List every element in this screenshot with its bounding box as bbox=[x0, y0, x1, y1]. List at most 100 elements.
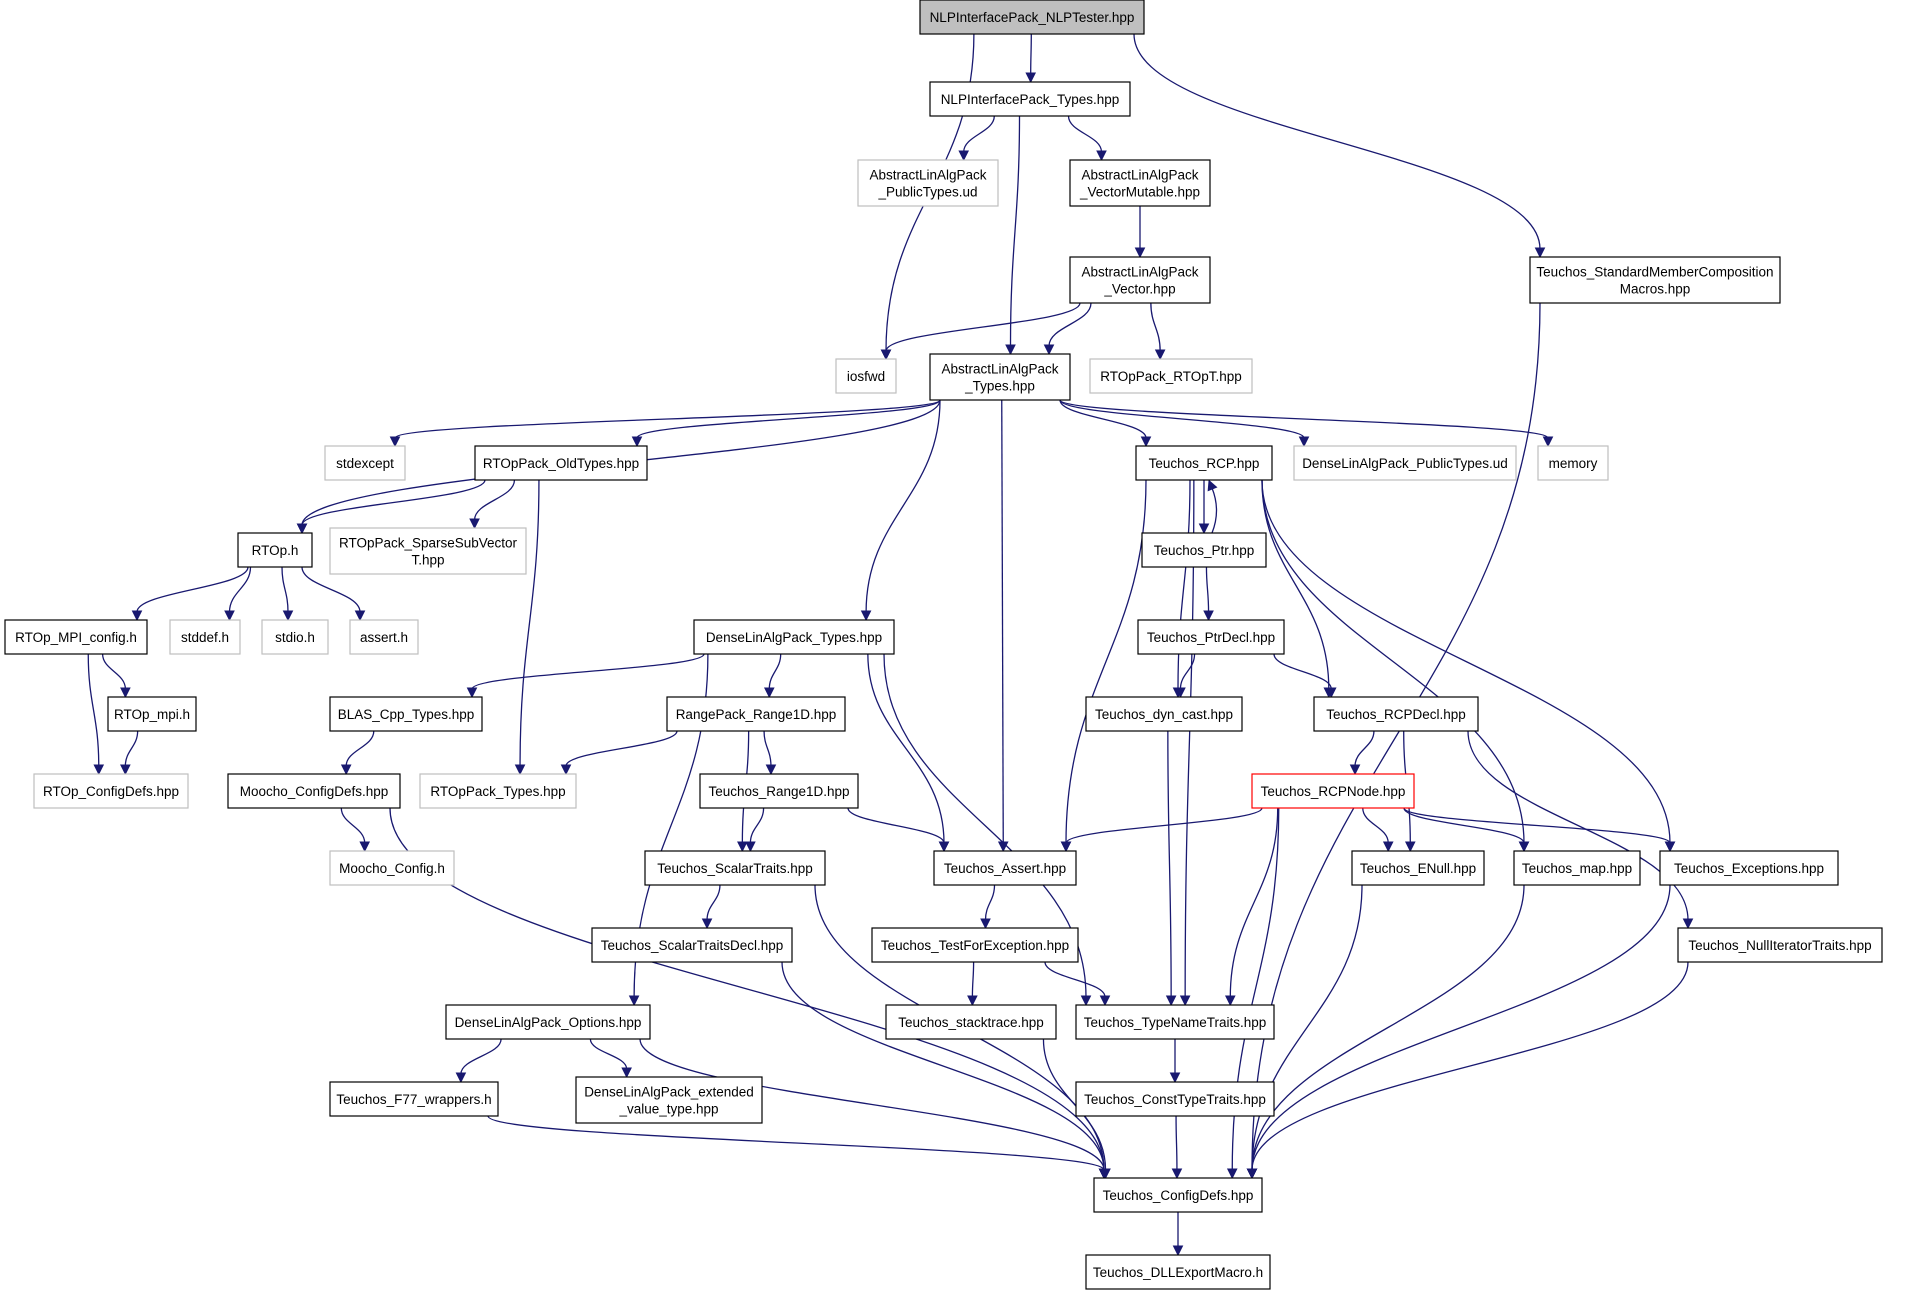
node-nlptester[interactable]: NLPInterfacePack_NLPTester.hpp bbox=[919, 0, 1145, 35]
node-teuchos_rcp[interactable]: Teuchos_RCP.hpp bbox=[1135, 445, 1273, 481]
node-box-teuchos_map[interactable] bbox=[1513, 850, 1641, 886]
node-teuchos_map[interactable]: Teuchos_map.hpp bbox=[1513, 850, 1641, 886]
node-box-teuchos_scalartraitsdecl[interactable] bbox=[591, 927, 793, 963]
node-rangepack[interactable]: RangePack_Range1D.hpp bbox=[666, 696, 846, 732]
node-box-rtoppack_sparse[interactable] bbox=[329, 527, 527, 575]
node-teuchos_configdefs[interactable]: Teuchos_ConfigDefs.hpp bbox=[1093, 1177, 1263, 1213]
node-stddef[interactable]: stddef.h bbox=[169, 619, 241, 655]
node-box-teuchos_smcm[interactable] bbox=[1529, 256, 1781, 304]
node-rtop_configdefs[interactable]: RTOp_ConfigDefs.hpp bbox=[33, 773, 189, 809]
node-box-teuchos_assert[interactable] bbox=[933, 850, 1077, 886]
node-box-nlptypes[interactable] bbox=[929, 81, 1131, 117]
node-box-teuchos_typename[interactable] bbox=[1075, 1004, 1275, 1040]
node-stdexcept[interactable]: stdexcept bbox=[324, 445, 406, 481]
node-teuchos_rcpdecl[interactable]: Teuchos_RCPDecl.hpp bbox=[1313, 696, 1479, 732]
node-box-blas_cpp[interactable] bbox=[329, 696, 483, 732]
node-teuchos_scalartraitsdecl[interactable]: Teuchos_ScalarTraitsDecl.hpp bbox=[591, 927, 793, 963]
node-dlap_extended[interactable]: DenseLinAlgPack_extended_value_type.hpp bbox=[575, 1076, 763, 1124]
node-box-dlap_publictypes[interactable] bbox=[1293, 445, 1517, 481]
node-teuchos_scalartraits[interactable]: Teuchos_ScalarTraits.hpp bbox=[644, 850, 826, 886]
node-box-rtop_mpi[interactable] bbox=[107, 696, 197, 732]
node-box-alap_publictypes[interactable] bbox=[857, 159, 999, 207]
node-box-stdexcept[interactable] bbox=[324, 445, 406, 481]
node-box-teuchos_dyncast[interactable] bbox=[1085, 696, 1243, 732]
node-box-teuchos_stacktrace[interactable] bbox=[885, 1004, 1057, 1040]
node-box-teuchos_rcpnode[interactable] bbox=[1251, 773, 1415, 809]
node-nlptypes[interactable]: NLPInterfacePack_Types.hpp bbox=[929, 81, 1131, 117]
node-box-teuchos_scalartraits[interactable] bbox=[644, 850, 826, 886]
node-rtop_h[interactable]: RTOp.h bbox=[237, 532, 313, 568]
node-box-rtop_mpi_config[interactable] bbox=[4, 619, 148, 655]
node-alap_vecmut[interactable]: AbstractLinAlgPack_VectorMutable.hpp bbox=[1069, 159, 1211, 207]
node-teuchos_consttype[interactable]: Teuchos_ConstTypeTraits.hpp bbox=[1075, 1081, 1275, 1117]
node-box-memory[interactable] bbox=[1537, 445, 1609, 481]
node-alap_types[interactable]: AbstractLinAlgPack_Types.hpp bbox=[929, 353, 1071, 401]
node-teuchos_assert[interactable]: Teuchos_Assert.hpp bbox=[933, 850, 1077, 886]
node-moocho_config[interactable]: Moocho_Config.h bbox=[329, 850, 455, 886]
node-box-moocho_configdefs[interactable] bbox=[227, 773, 401, 809]
node-box-alap_vector[interactable] bbox=[1069, 256, 1211, 304]
node-box-alap_types[interactable] bbox=[929, 353, 1071, 401]
node-teuchos_rcpnode[interactable]: Teuchos_RCPNode.hpp bbox=[1251, 773, 1415, 809]
node-teuchos_f77[interactable]: Teuchos_F77_wrappers.h bbox=[329, 1081, 499, 1117]
node-memory[interactable]: memory bbox=[1537, 445, 1609, 481]
node-rtop_mpi_config[interactable]: RTOp_MPI_config.h bbox=[4, 619, 148, 655]
node-alap_publictypes[interactable]: AbstractLinAlgPack_PublicTypes.ud bbox=[857, 159, 999, 207]
node-box-teuchos_exceptions[interactable] bbox=[1659, 850, 1839, 886]
node-stdio[interactable]: stdio.h bbox=[261, 619, 329, 655]
node-teuchos_stacktrace[interactable]: Teuchos_stacktrace.hpp bbox=[885, 1004, 1057, 1040]
node-box-dlap_options[interactable] bbox=[445, 1004, 651, 1040]
node-rtoppack_rtopt[interactable]: RTOpPack_RTOpT.hpp bbox=[1089, 358, 1253, 394]
node-dlap_types[interactable]: DenseLinAlgPack_Types.hpp bbox=[693, 619, 895, 655]
node-teuchos_typename[interactable]: Teuchos_TypeNameTraits.hpp bbox=[1075, 1004, 1275, 1040]
node-box-dlap_extended[interactable] bbox=[575, 1076, 763, 1124]
node-box-teuchos_rcp[interactable] bbox=[1135, 445, 1273, 481]
node-box-iosfwd[interactable] bbox=[835, 358, 897, 394]
node-blas_cpp[interactable]: BLAS_Cpp_Types.hpp bbox=[329, 696, 483, 732]
node-box-rtoppack_rtopt[interactable] bbox=[1089, 358, 1253, 394]
node-teuchos_testforexc[interactable]: Teuchos_TestForException.hpp bbox=[871, 927, 1079, 963]
node-box-stddef[interactable] bbox=[169, 619, 241, 655]
node-box-alap_vecmut[interactable] bbox=[1069, 159, 1211, 207]
node-box-nlptester[interactable] bbox=[919, 0, 1145, 35]
node-teuchos_ptrdecl[interactable]: Teuchos_PtrDecl.hpp bbox=[1137, 619, 1285, 655]
node-iosfwd[interactable]: iosfwd bbox=[835, 358, 897, 394]
node-teuchos_exceptions[interactable]: Teuchos_Exceptions.hpp bbox=[1659, 850, 1839, 886]
node-box-teuchos_enull[interactable] bbox=[1351, 850, 1485, 886]
node-box-teuchos_consttype[interactable] bbox=[1075, 1081, 1275, 1117]
node-teuchos_ptr[interactable]: Teuchos_Ptr.hpp bbox=[1141, 532, 1267, 568]
node-box-stdio[interactable] bbox=[261, 619, 329, 655]
node-box-teuchos_dllexport[interactable] bbox=[1085, 1254, 1271, 1290]
node-box-rtoppack_types[interactable] bbox=[419, 773, 577, 809]
node-teuchos_dllexport[interactable]: Teuchos_DLLExportMacro.h bbox=[1085, 1254, 1271, 1290]
node-rtoppack_oldtypes[interactable]: RTOpPack_OldTypes.hpp bbox=[474, 445, 648, 481]
node-box-teuchos_testforexc[interactable] bbox=[871, 927, 1079, 963]
node-rtop_mpi[interactable]: RTOp_mpi.h bbox=[107, 696, 197, 732]
node-teuchos_enull[interactable]: Teuchos_ENull.hpp bbox=[1351, 850, 1485, 886]
node-box-dlap_types[interactable] bbox=[693, 619, 895, 655]
node-box-rtop_configdefs[interactable] bbox=[33, 773, 189, 809]
node-box-teuchos_f77[interactable] bbox=[329, 1081, 499, 1117]
node-box-rtop_h[interactable] bbox=[237, 532, 313, 568]
node-teuchos_nulliter[interactable]: Teuchos_NullIteratorTraits.hpp bbox=[1677, 927, 1883, 963]
node-box-moocho_config[interactable] bbox=[329, 850, 455, 886]
node-box-teuchos_rcpdecl[interactable] bbox=[1313, 696, 1479, 732]
node-rtoppack_types[interactable]: RTOpPack_Types.hpp bbox=[419, 773, 577, 809]
node-box-assert_h[interactable] bbox=[349, 619, 419, 655]
node-moocho_configdefs[interactable]: Moocho_ConfigDefs.hpp bbox=[227, 773, 401, 809]
node-alap_vector[interactable]: AbstractLinAlgPack_Vector.hpp bbox=[1069, 256, 1211, 304]
node-box-teuchos_configdefs[interactable] bbox=[1093, 1177, 1263, 1213]
node-box-teuchos_ptrdecl[interactable] bbox=[1137, 619, 1285, 655]
node-box-teuchos_range1d[interactable] bbox=[699, 773, 859, 809]
node-box-teuchos_ptr[interactable] bbox=[1141, 532, 1267, 568]
node-assert_h[interactable]: assert.h bbox=[349, 619, 419, 655]
node-box-teuchos_nulliter[interactable] bbox=[1677, 927, 1883, 963]
node-teuchos_dyncast[interactable]: Teuchos_dyn_cast.hpp bbox=[1085, 696, 1243, 732]
node-box-rangepack[interactable] bbox=[666, 696, 846, 732]
node-box-rtoppack_oldtypes[interactable] bbox=[474, 445, 648, 481]
node-teuchos_range1d[interactable]: Teuchos_Range1D.hpp bbox=[699, 773, 859, 809]
node-teuchos_smcm[interactable]: Teuchos_StandardMemberCompositionMacros.… bbox=[1529, 256, 1781, 304]
node-dlap_publictypes[interactable]: DenseLinAlgPack_PublicTypes.ud bbox=[1293, 445, 1517, 481]
node-dlap_options[interactable]: DenseLinAlgPack_Options.hpp bbox=[445, 1004, 651, 1040]
